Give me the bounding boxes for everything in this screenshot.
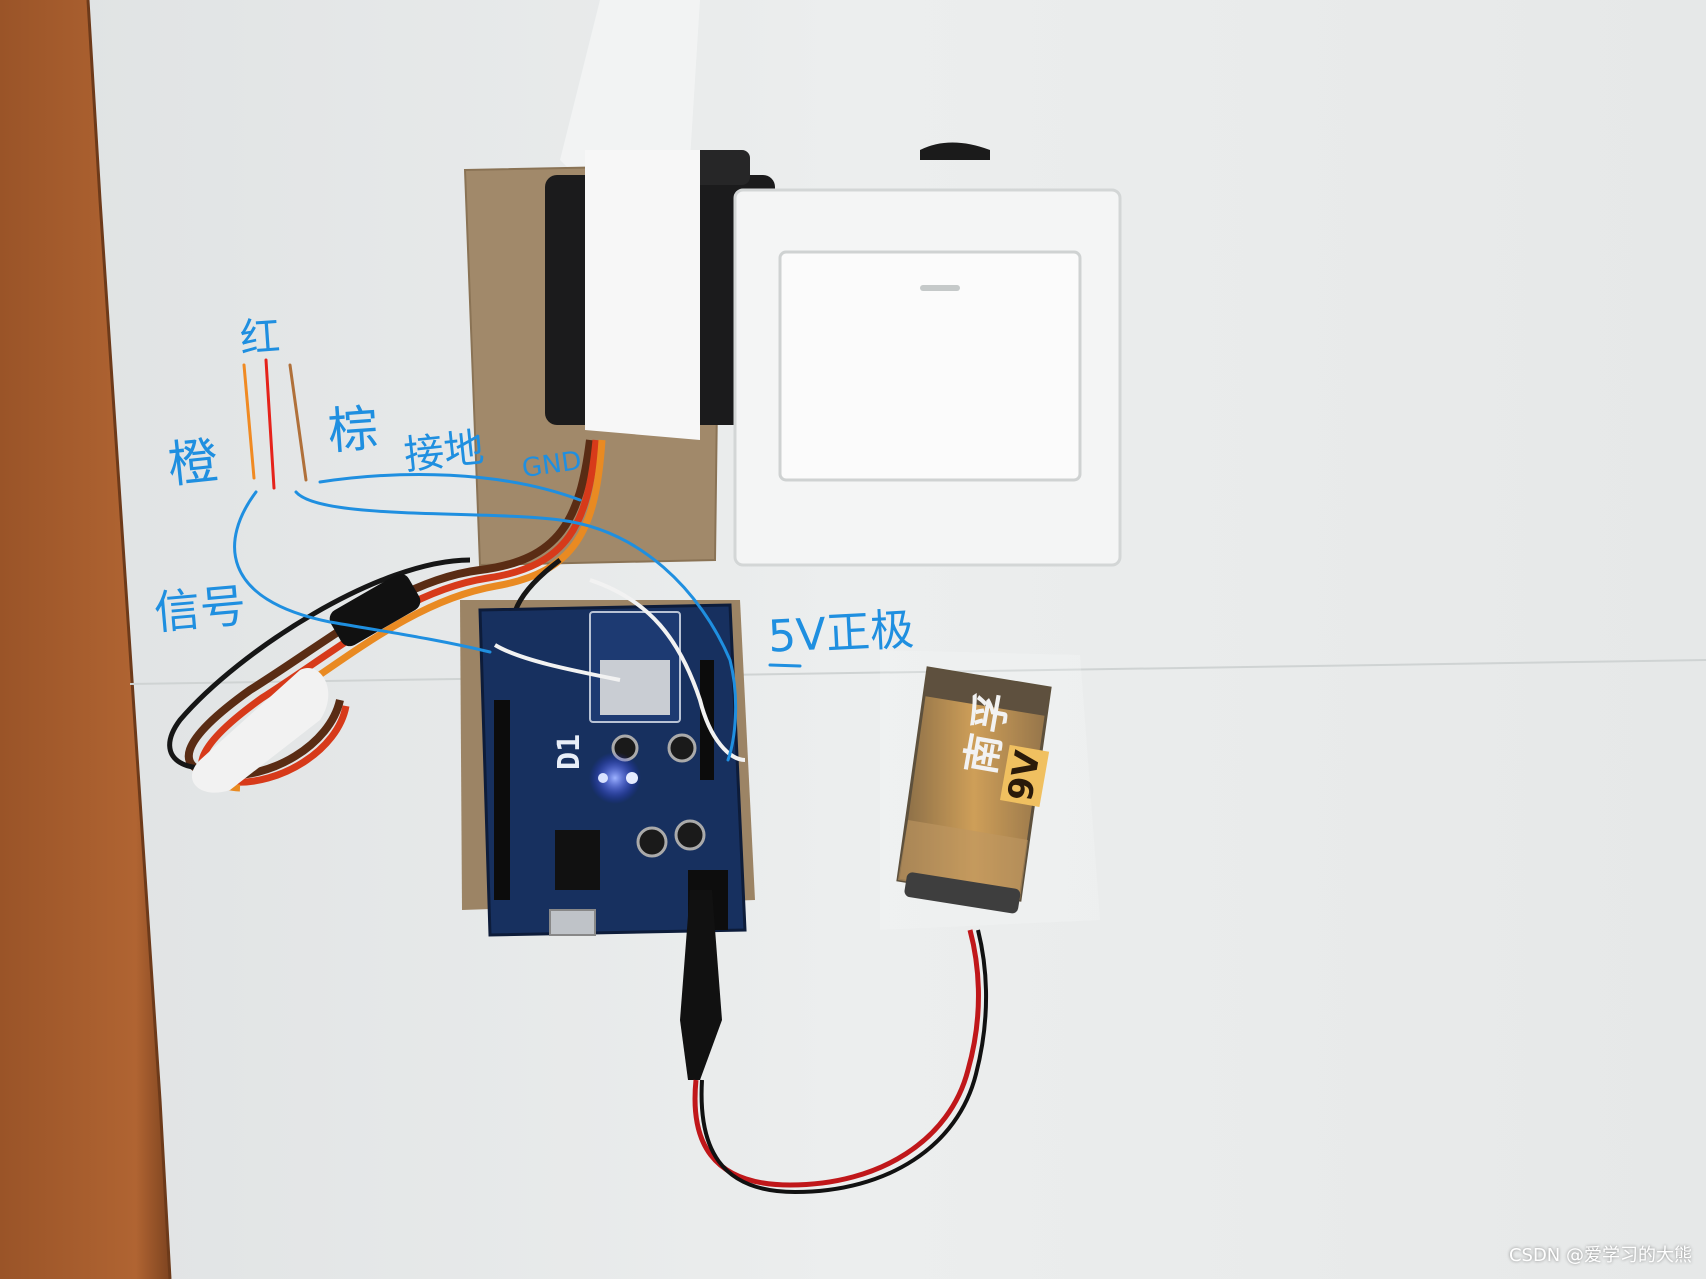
dc-plug <box>680 890 722 1080</box>
door-frame <box>0 0 170 1279</box>
annotation-strokes <box>233 358 802 762</box>
annotation-orange-wire: 橙 <box>165 431 221 495</box>
servo-tape <box>585 150 700 440</box>
annotation-brown-wire: 棕 <box>326 399 380 461</box>
annotation-5v-positive: 5V正极 <box>766 604 916 663</box>
annotation-red-wire: 红 <box>238 313 282 363</box>
battery-cable <box>692 929 981 1188</box>
board-silkscreen-label: D1 <box>552 733 587 770</box>
annotation-gnd: GND <box>520 445 584 485</box>
servo-cable <box>184 439 594 780</box>
watermark: CSDN @爱学习的大熊 <box>1508 1245 1692 1266</box>
annotation-ground: 接地 <box>401 424 487 480</box>
micro-usb-port <box>549 909 596 936</box>
led-glow <box>589 752 641 804</box>
wire-splice-tape <box>191 668 329 793</box>
light-switch-rocker <box>778 250 1082 482</box>
annotation-signal: 信号 <box>151 578 249 640</box>
